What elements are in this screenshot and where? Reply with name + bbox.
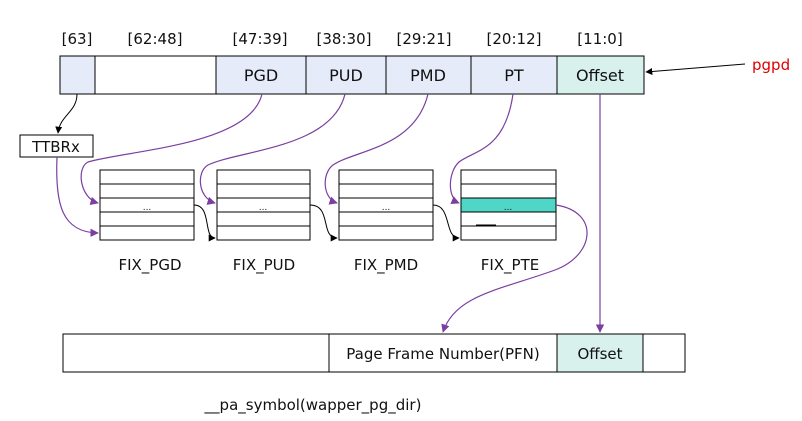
ttbrx-label: TTBRx: [31, 138, 80, 156]
pa-field-pfn: Page Frame Number(PFN): [346, 345, 539, 363]
pa-pfn-cell: [328, 333, 558, 373]
va-field-pmd: PMD: [410, 66, 446, 85]
va-field-pt: PT: [504, 66, 524, 85]
table-label-fix-pte: FIX_PTE: [481, 256, 540, 275]
bit63-to-ttbrx-arrow: [55, 93, 78, 134]
va-unused-cell: [94, 55, 217, 95]
bit-label-20-12: [20:12]: [487, 30, 542, 48]
table-label-fix-pgd: FIX_PGD: [118, 256, 181, 275]
pt-index-arrow: [449, 93, 514, 204]
va-field-offset: Offset: [576, 66, 624, 85]
pmd-index-arrow: [324, 93, 429, 205]
bit-label-62-48: [62:48]: [128, 30, 183, 48]
bit-label-47-39: [47:39]: [233, 30, 288, 48]
pa-tail-cell: [642, 333, 686, 373]
pud-to-pmd-arrow: [309, 204, 338, 242]
pgd-to-pud-arrow: [193, 204, 216, 242]
table-label-fix-pmd: FIX_PMD: [354, 256, 418, 275]
table-entry-dots: ...: [504, 203, 513, 213]
bit-label-38-30: [38:30]: [317, 30, 372, 48]
table-entry-dots: ...: [259, 203, 268, 213]
virtual-address-bar: PGD PUD PMD PT Offset: [59, 55, 645, 95]
bit-label-29-21: [29:21]: [397, 30, 452, 48]
table-fix-pud: ... FIX_PUD: [216, 169, 311, 275]
pud-index-arrow: [199, 93, 346, 205]
caption: __pa_symbol(wapper_pg_dir): [204, 396, 422, 415]
bit-range-labels: [63] [62:48] [47:39] [38:30] [29:21] [20…: [62, 30, 623, 48]
va-field-pgd: PGD: [244, 66, 278, 85]
va-pgd-cell: [215, 55, 307, 95]
table-fix-pmd: ... FIX_PMD: [338, 169, 434, 275]
ttbrx-to-pgd-arrow: [56, 156, 99, 237]
table-label-fix-pud: FIX_PUD: [233, 256, 295, 275]
va-pud-cell: [305, 55, 387, 95]
pte-to-pfn-arrow: [441, 204, 588, 333]
bit-label-63: [63]: [62, 30, 93, 48]
table-fix-pte: ... FIX_PTE: [460, 169, 557, 275]
pa-offset-cell: [556, 333, 644, 373]
pgd-index-arrow: [80, 93, 263, 206]
physical-address-bar: Page Frame Number(PFN) Offset: [62, 333, 686, 373]
va-field-pud: PUD: [329, 66, 363, 85]
bit-label-11-0: [11:0]: [577, 30, 622, 48]
table-fix-pgd: ... FIX_PGD: [99, 169, 195, 275]
pmd-to-pte-arrow: [432, 204, 460, 242]
va-bit63-cell: [59, 55, 96, 95]
pa-unused-cell: [62, 333, 330, 373]
table-entry-dots: ...: [382, 203, 391, 213]
pgpd-arrow: [645, 63, 746, 75]
table-entry-dots: ...: [143, 203, 152, 213]
pa-field-offset: Offset: [577, 345, 622, 363]
va-pmd-cell: [385, 55, 472, 95]
pgpd-label: pgpd: [752, 56, 790, 74]
